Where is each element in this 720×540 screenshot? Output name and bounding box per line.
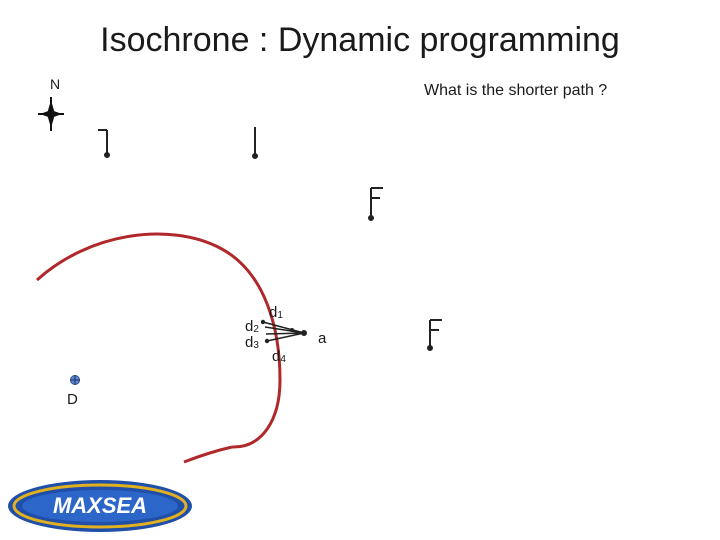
- label-d3: d3: [245, 334, 259, 351]
- label-a: a: [318, 330, 327, 347]
- compass-north-label: N: [50, 76, 61, 92]
- wind-barb-icon: [427, 319, 442, 351]
- logo-text: MAXSEA: [53, 493, 147, 518]
- wind-barb-icon: [368, 187, 383, 221]
- compass-rose-icon: [38, 97, 64, 131]
- slide-question: What is the shorter path ?: [424, 82, 608, 99]
- point-d1: [290, 328, 294, 332]
- point-d3: [264, 338, 270, 344]
- departure-marker-icon: [70, 375, 80, 385]
- isochrone-curve-left: [35, 232, 282, 449]
- point-d2: [260, 319, 266, 325]
- label-d1: d1: [269, 304, 283, 321]
- label-departure: D: [67, 391, 78, 408]
- label-d4: d4: [272, 348, 286, 365]
- maxsea-logo: MAXSEA: [8, 480, 192, 532]
- point-a: [301, 330, 307, 336]
- wind-barb-icon: [98, 129, 110, 158]
- wind-barb-icon: [252, 127, 258, 159]
- slide-title: Isochrone : Dynamic programming: [100, 21, 620, 59]
- candidate-paths: [262, 321, 305, 342]
- isochrone-curve-tail: [183, 445, 233, 464]
- label-d2: d2: [245, 318, 259, 335]
